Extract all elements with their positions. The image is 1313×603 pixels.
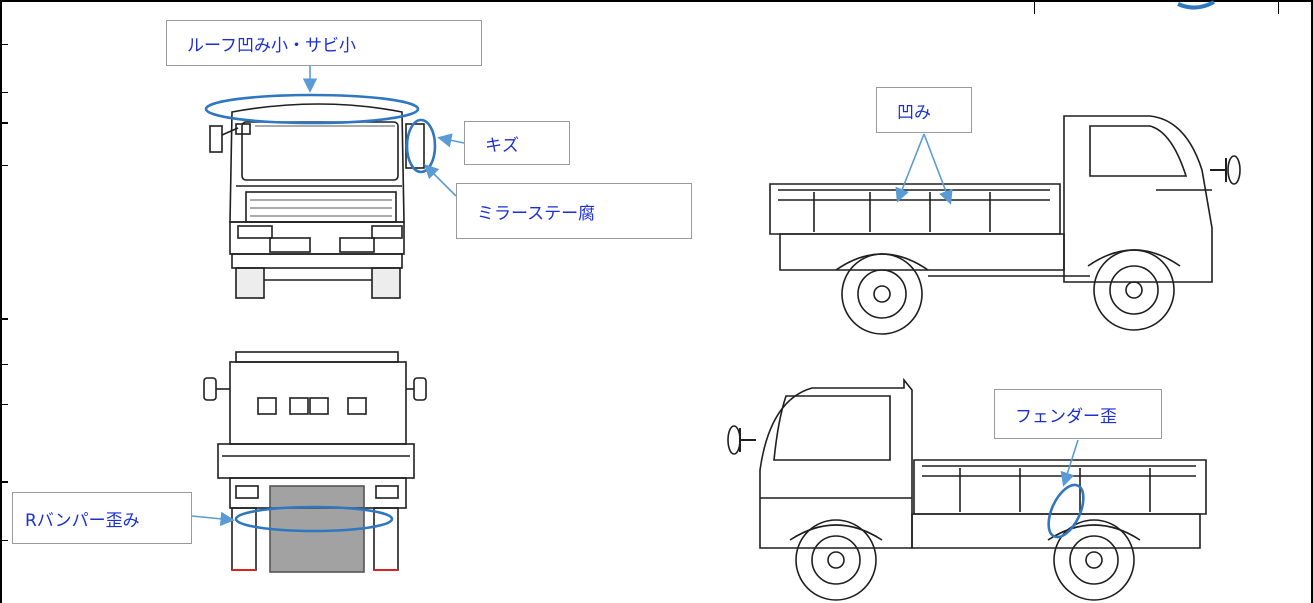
roof-marker xyxy=(204,93,420,125)
frame-right-border xyxy=(1311,0,1313,603)
partial-marker xyxy=(1177,0,1215,10)
callout-roof-dent: ルーフ凹み小・サビ小 xyxy=(166,20,482,66)
scratch-marker xyxy=(405,118,437,174)
damage-markers xyxy=(204,93,1085,539)
table-rule xyxy=(0,481,8,483)
callout-fender: フェンダー歪 xyxy=(994,389,1162,439)
truck-side-view-right xyxy=(769,115,1241,335)
truck-front-view xyxy=(209,103,425,299)
bumper-marker xyxy=(234,505,394,533)
frame-left-border xyxy=(0,0,2,603)
table-rule xyxy=(0,44,8,45)
truck-rear-view xyxy=(203,351,427,573)
table-rule xyxy=(0,318,8,320)
callout-arrows xyxy=(191,66,1079,527)
table-rule xyxy=(0,92,8,93)
callout-dent: 凹み xyxy=(876,87,972,133)
frame-top-cell-divider-2 xyxy=(1278,0,1279,14)
table-rule xyxy=(0,540,8,541)
table-rule xyxy=(0,364,8,365)
table-rule xyxy=(0,404,8,405)
callout-mirror-stay: ミラーステー腐 xyxy=(456,183,692,239)
table-rule xyxy=(0,122,8,124)
truck-side-view-left xyxy=(727,377,1207,601)
table-rule xyxy=(0,165,8,166)
callout-bumper: Rバンパー歪み xyxy=(12,492,192,544)
fender-marker xyxy=(1047,483,1085,539)
frame-top-cell-divider xyxy=(1034,0,1035,14)
callout-scratch: キズ xyxy=(464,121,570,165)
frame-top-border xyxy=(0,0,1313,2)
